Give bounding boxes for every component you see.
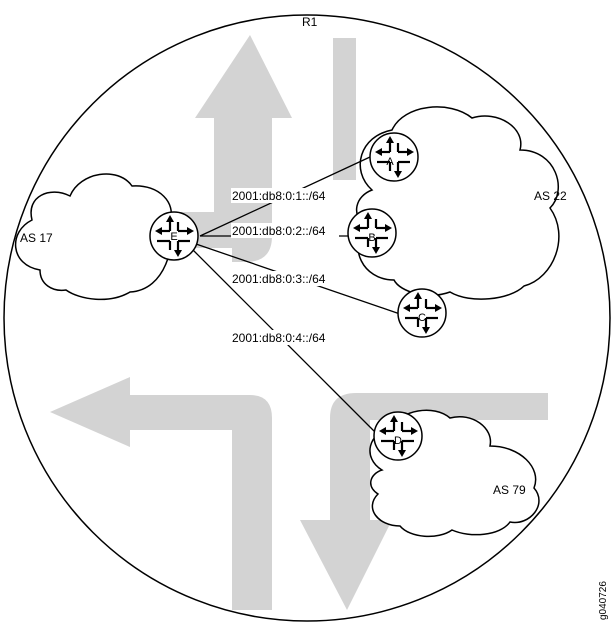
subnet-label-e-b: 2001:db8:0:2::/64 (232, 224, 326, 238)
flow-arrows (50, 35, 548, 610)
router-a[interactable]: A (368, 131, 420, 183)
router-label-a: A (386, 156, 394, 168)
subnet-label-e-c: 2001:db8:0:3::/64 (232, 272, 326, 286)
up-arrow (180, 35, 292, 262)
link-labels: 2001:db8:0:1::/64 2001:db8:0:2::/64 2001… (231, 188, 339, 345)
region-label: R1 (302, 15, 318, 29)
router-e[interactable]: E (148, 210, 200, 262)
left-arrow (50, 377, 272, 610)
subnet-label-e-a: 2001:db8:0:1::/64 (232, 189, 326, 203)
cloud-label-as22: AS 22 (534, 189, 567, 203)
cloud-as17 (15, 173, 173, 301)
router-label-b: B (368, 232, 375, 244)
router-label-c: C (418, 312, 426, 324)
down-arrow-top (333, 38, 356, 180)
router-d[interactable]: D (372, 410, 424, 462)
router-label-e: E (170, 231, 177, 243)
subnet-label-e-d: 2001:db8:0:4::/64 (232, 331, 326, 345)
router-c[interactable]: C (396, 287, 448, 339)
cloud-label-as79: AS 79 (493, 483, 526, 497)
down-arrow (300, 393, 548, 610)
cloud-label-as17: AS 17 (20, 231, 53, 245)
router-label-d: D (394, 435, 402, 447)
figure-id: g040726 (598, 581, 609, 620)
router-b[interactable]: B (346, 207, 398, 259)
